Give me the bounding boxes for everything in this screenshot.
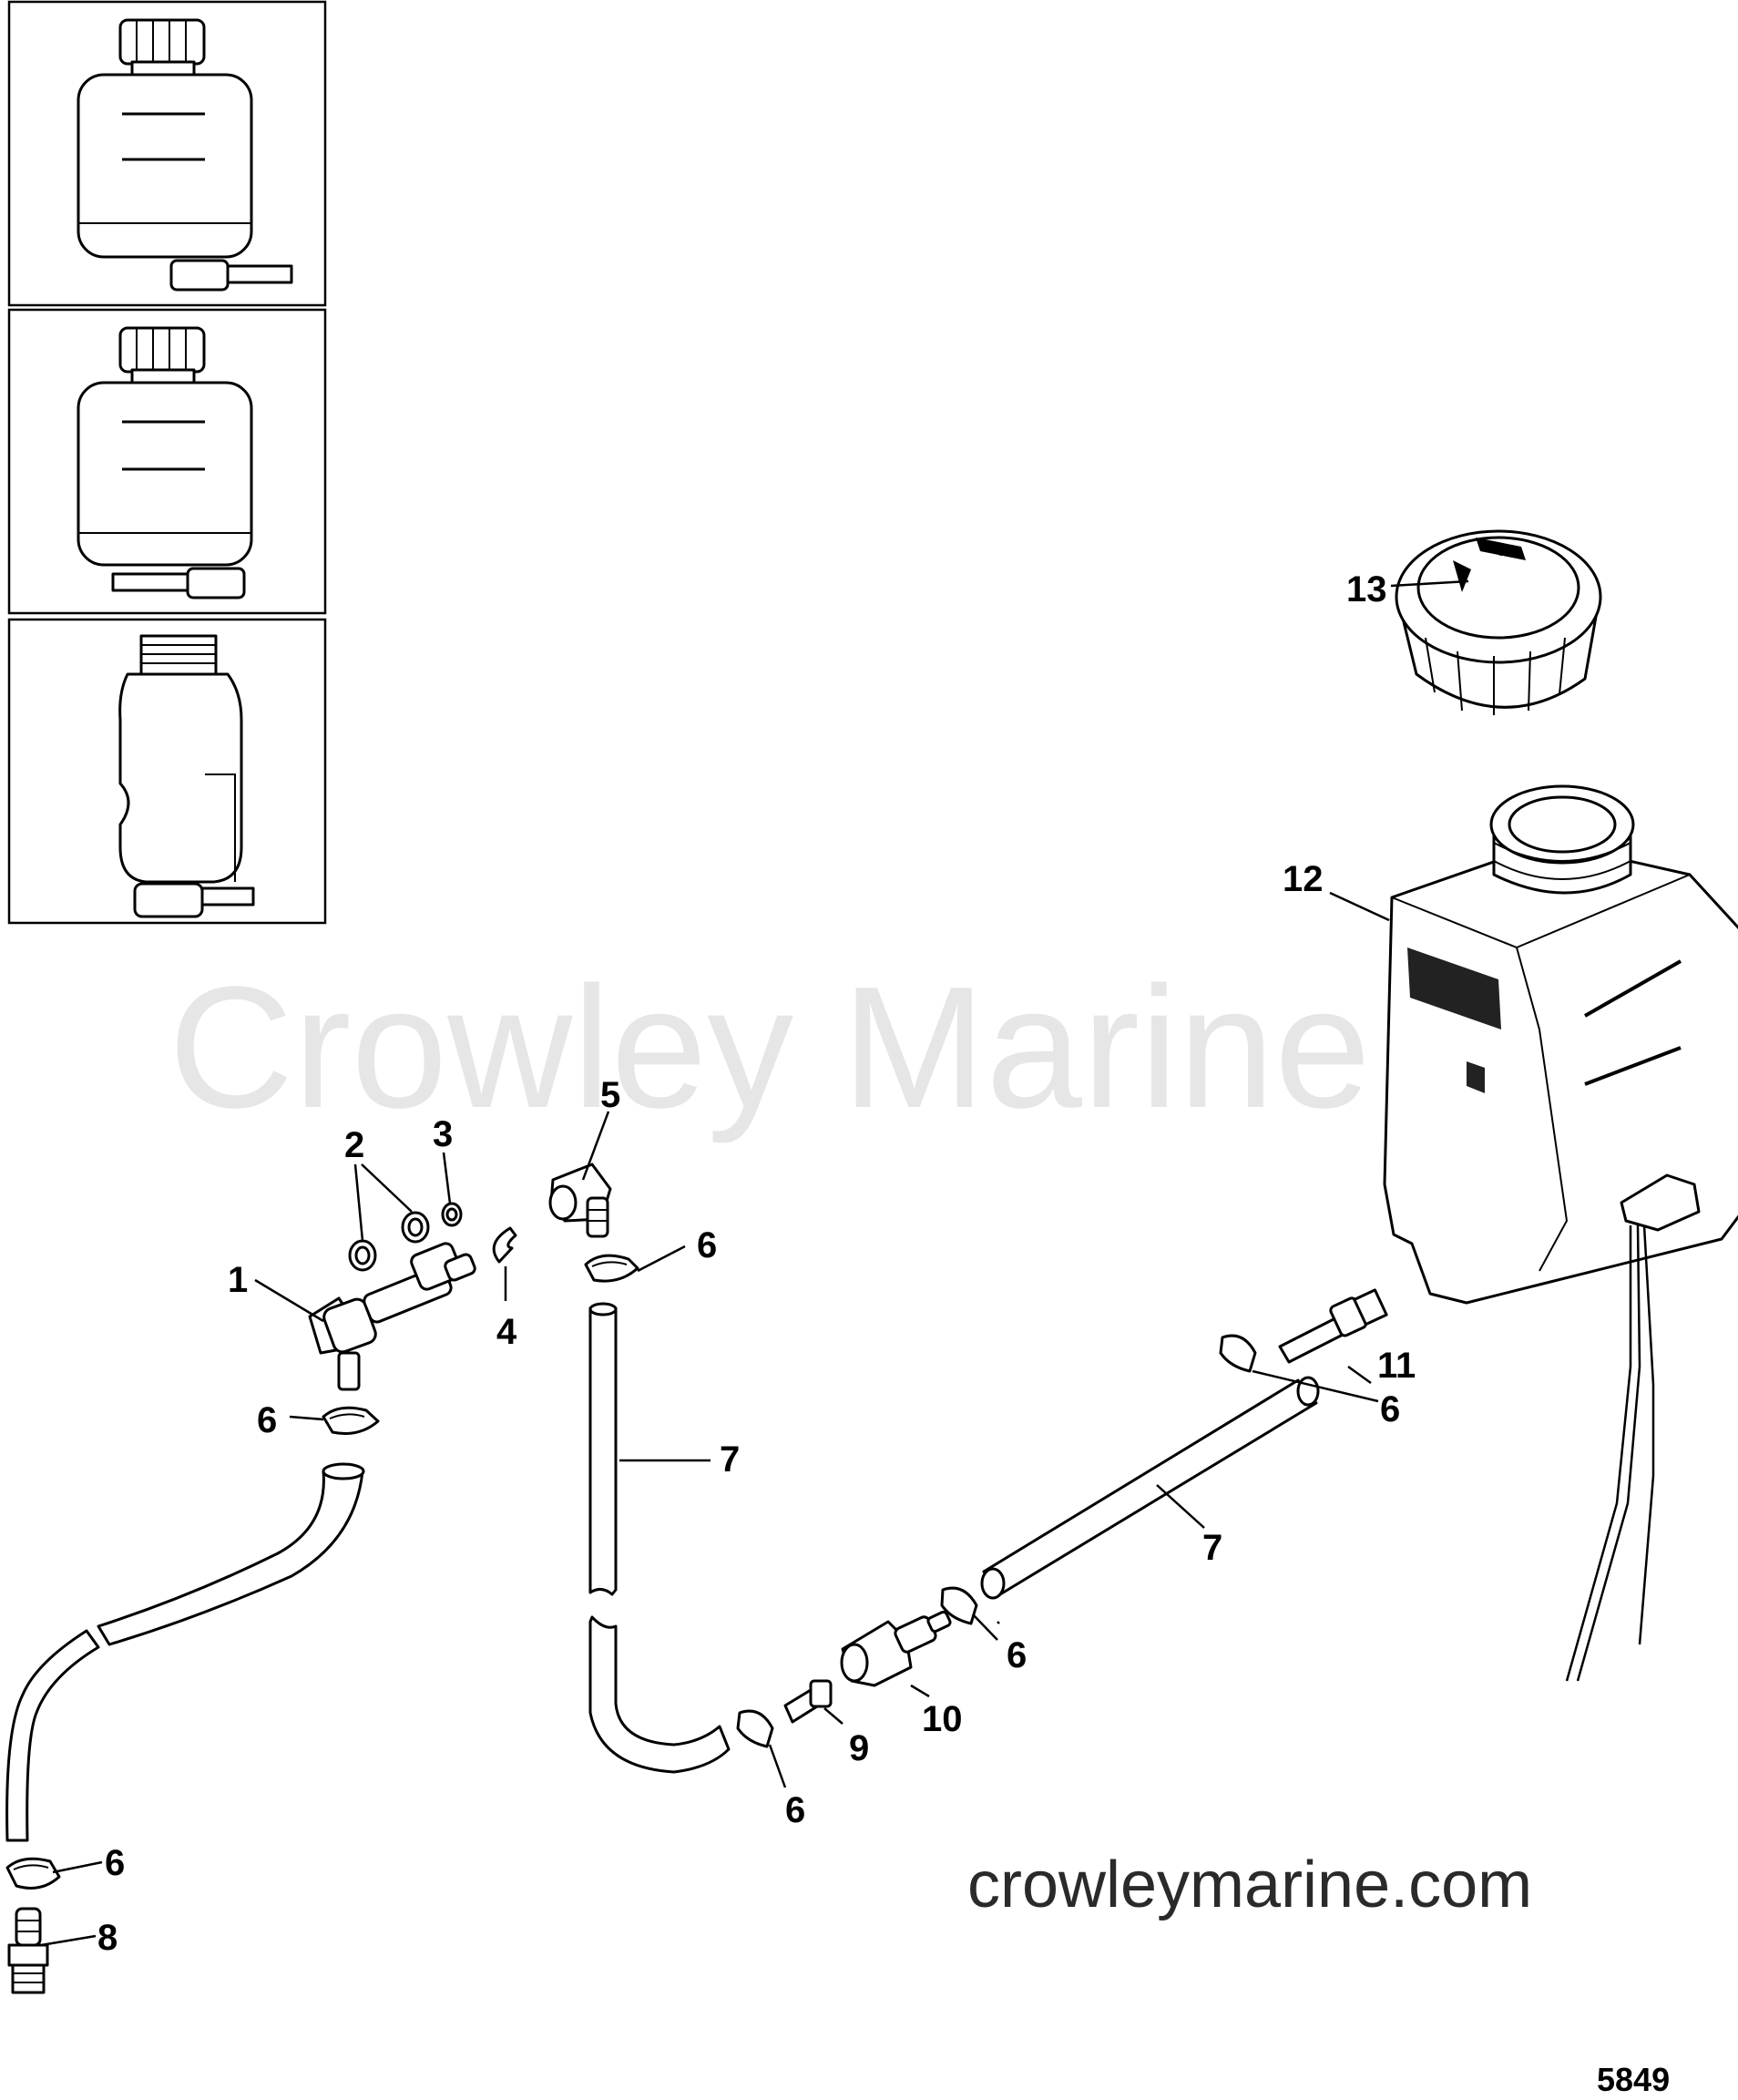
hose-clamp — [5, 1857, 61, 1890]
leader-lines — [40, 579, 1469, 1947]
hose-clamp — [322, 1406, 380, 1435]
fluid-reservoir-tank — [1383, 784, 1738, 1682]
reservoir-bottle-icon — [118, 634, 255, 918]
inset-panel-2 — [7, 308, 327, 615]
hose-clamp — [1219, 1334, 1257, 1373]
elbow-fitting-assembly — [308, 1242, 476, 1391]
hose-clamp — [736, 1709, 774, 1748]
inset-panel-1 — [7, 0, 327, 307]
callout-6a: 6 — [697, 1225, 717, 1265]
barbed-adapter — [783, 1679, 833, 1724]
callout-1: 1 — [228, 1260, 248, 1300]
reservoir-bottle-icon — [77, 18, 293, 292]
callout-12: 12 — [1283, 859, 1324, 899]
callout-6b: 6 — [257, 1400, 277, 1440]
elbow-connector — [548, 1163, 612, 1238]
callout-13: 13 — [1346, 569, 1387, 610]
callout-6f: 6 — [785, 1790, 805, 1830]
callout-7b: 7 — [1202, 1528, 1222, 1568]
figure-number: 5849 — [1597, 2061, 1670, 2098]
callout-6e: 6 — [1007, 1635, 1027, 1675]
reservoir-bottle-icon — [77, 326, 253, 599]
callout-4: 4 — [496, 1312, 517, 1352]
callout-3: 3 — [433, 1114, 453, 1154]
callout-5: 5 — [600, 1075, 620, 1115]
callout-2: 2 — [344, 1125, 364, 1165]
quick-connector — [840, 1610, 952, 1687]
threaded-fitting — [1278, 1288, 1388, 1364]
inset-panel-3 — [7, 618, 327, 925]
callout-6d: 6 — [1380, 1389, 1400, 1429]
callout-7a: 7 — [720, 1439, 740, 1480]
hose-clamp — [940, 1586, 978, 1625]
hose-diagonal — [980, 1376, 1320, 1600]
callout-6c: 6 — [105, 1843, 125, 1883]
watermark-text: Crowley Marine — [169, 951, 1371, 1144]
callout-9: 9 — [849, 1728, 869, 1768]
hose-long-left — [5, 1462, 365, 1842]
callout-8: 8 — [97, 1918, 118, 1958]
callout-10: 10 — [922, 1699, 963, 1739]
barbed-fitting — [7, 1907, 49, 1994]
callout-11: 11 — [1377, 1346, 1416, 1386]
retaining-clip — [492, 1226, 517, 1264]
website-url: crowleymarine.com — [967, 1849, 1532, 1921]
hose-vertical — [588, 1302, 731, 1774]
reservoir-cap — [1395, 529, 1602, 715]
hose-clamp — [584, 1254, 639, 1283]
